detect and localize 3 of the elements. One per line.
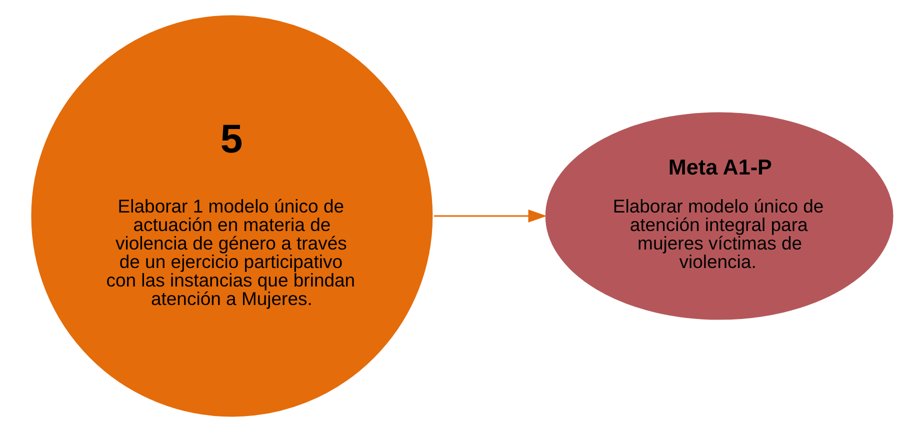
- node-circle: 5 Elaborar 1 modelo único de actuación en materia de violencia de género a través de un ejercicio participativo con las instancias que brindan atención a Mujeres.: [30, 14, 434, 418]
- node-ellipse: Meta A1-P Elaborar modelo único de atención integral para mujeres víctimas de violencia.: [544, 110, 895, 322]
- arrow: [434, 210, 547, 222]
